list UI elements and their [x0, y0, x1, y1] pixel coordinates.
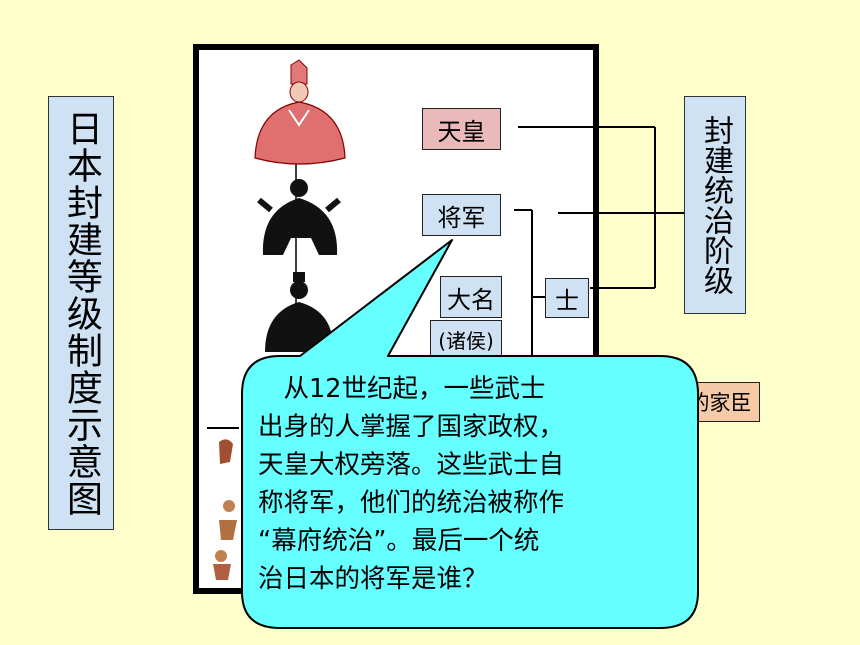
daimyo-figure	[265, 272, 334, 352]
emperor-figure	[254, 59, 346, 165]
bubble-line: “幕府统治”。最后一个统	[258, 526, 540, 556]
daimyo-subtitle-box: (诸侯)	[430, 320, 502, 358]
retainer-label-box: 的家臣	[680, 382, 760, 422]
bubble-line: 称将军，他们的统治被称作	[258, 488, 565, 518]
bubble-line: 出身的人掌握了国家政权，	[258, 412, 565, 442]
bubble-line: 天皇大权旁落。这些武士自	[258, 450, 565, 480]
shogun-figure	[257, 179, 341, 255]
bubble-text: 从12世纪起，一些武士 出身的人掌握了国家政权， 天皇大权旁落。这些武士自 称将…	[258, 370, 678, 598]
samurai-label-box: 士	[545, 278, 589, 318]
bubble-line: 从12世纪起，一些武士	[258, 374, 546, 404]
shogun-label-box: 将军	[422, 194, 501, 236]
bubble-line: 治日本的将军是谁？	[258, 564, 488, 594]
daimyo-label-box: 大名	[440, 276, 502, 318]
emperor-label-box: 天皇	[422, 108, 501, 150]
left-title: 日本封建等级制度示意图	[48, 96, 114, 530]
right-title: 封建统治阶级	[684, 96, 746, 314]
samurai-figures	[207, 427, 239, 580]
